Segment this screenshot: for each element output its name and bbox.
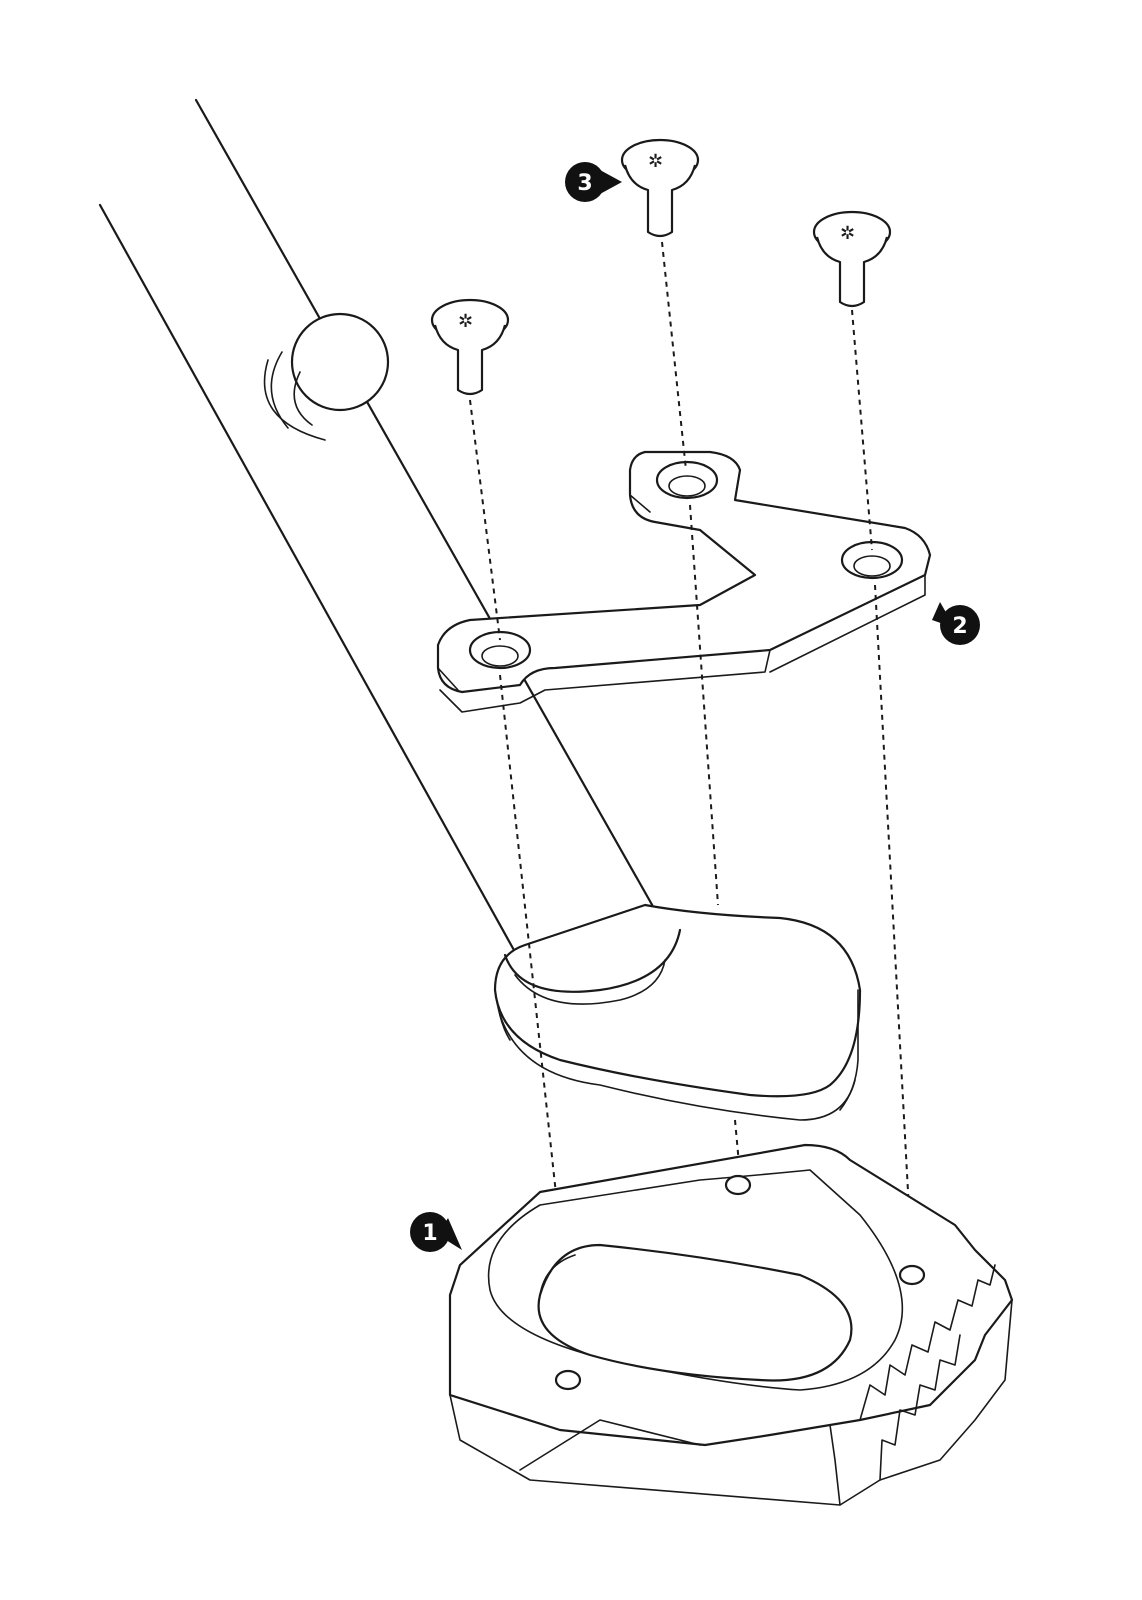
svg-text:✲: ✲ — [840, 223, 855, 244]
callout-1: 1 — [410, 1212, 462, 1252]
callout-3: 3 — [565, 162, 622, 202]
callout-3-label: 3 — [577, 171, 592, 196]
screw-left: ✲ — [430, 298, 510, 396]
extension-pad — [448, 1143, 1014, 1506]
screw-right: ✲ — [812, 210, 892, 308]
svg-text:✲: ✲ — [458, 311, 473, 332]
callout-1-label: 1 — [422, 1221, 437, 1246]
pivot-arc-2 — [293, 371, 313, 426]
screw-middle: ✲ — [620, 138, 700, 238]
callout-2: 2 — [932, 602, 980, 645]
pivot-arc-3 — [263, 359, 326, 441]
callout-2-label: 2 — [952, 614, 967, 639]
stand-foot — [493, 903, 862, 1121]
pivot-knob — [290, 312, 390, 412]
kickstand-shaft — [98, 98, 657, 972]
svg-text:✲: ✲ — [648, 151, 663, 172]
bracket-plate — [436, 450, 932, 713]
